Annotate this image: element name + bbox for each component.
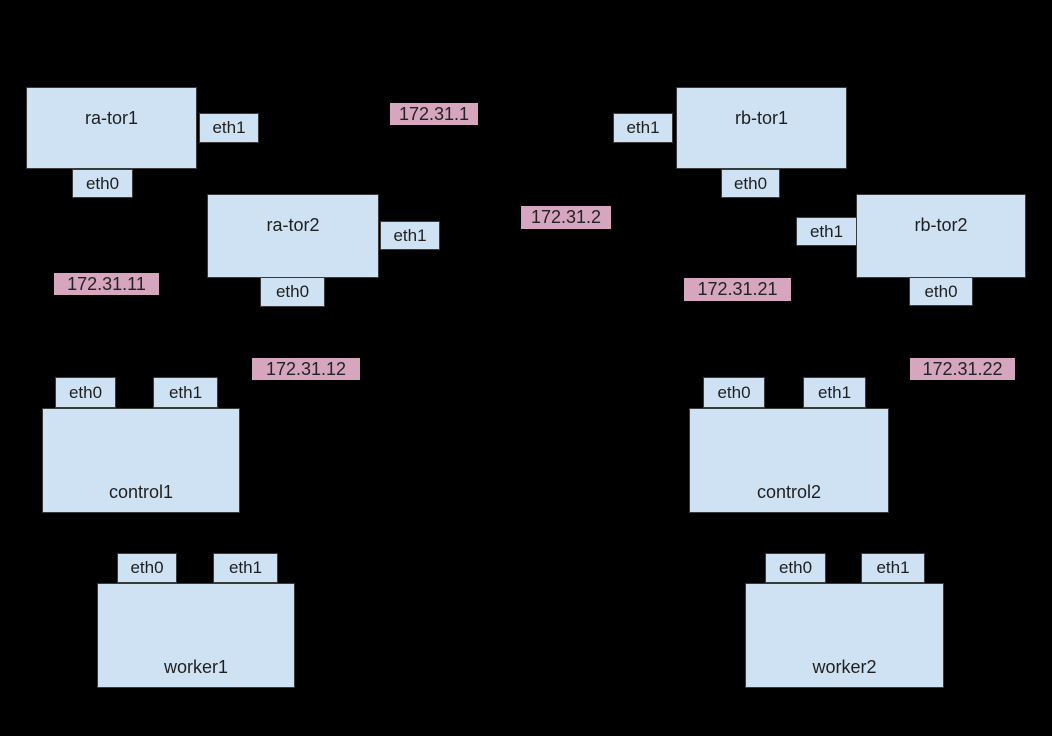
node-label-rb-tor2: rb-tor2 xyxy=(914,215,968,235)
ip-label-172.31.21: 172.31.21 xyxy=(684,278,791,301)
port-control2-eth0: eth0 xyxy=(703,377,765,408)
node-rb-tor2: rb-tor2 xyxy=(856,194,1026,278)
port-worker2-eth0: eth0 xyxy=(765,553,826,583)
port-ra-tor1-eth1: eth1 xyxy=(199,113,259,143)
ip-label-172.31.22: 172.31.22 xyxy=(910,358,1015,380)
port-ra-tor1-eth0: eth0 xyxy=(72,169,133,198)
node-label-ra-tor2: ra-tor2 xyxy=(266,215,320,235)
node-rb-tor1: rb-tor1 xyxy=(676,87,847,169)
port-rb-tor2-eth0: eth0 xyxy=(909,277,973,306)
node-worker2: worker2 xyxy=(745,583,944,688)
ip-label-172.31.1: 172.31.1 xyxy=(390,103,478,125)
port-control1-eth1: eth1 xyxy=(153,377,218,408)
node-worker1: worker1 xyxy=(97,583,295,688)
port-rb-tor1-eth1: eth1 xyxy=(613,113,673,143)
ip-label-172.31.2: 172.31.2 xyxy=(521,206,611,229)
port-ra-tor2-eth0: eth0 xyxy=(260,277,325,307)
node-control2: control2 xyxy=(689,408,889,513)
port-control1-eth0: eth0 xyxy=(55,377,116,408)
node-control1: control1 xyxy=(42,408,240,513)
port-rb-tor2-eth1: eth1 xyxy=(796,217,857,246)
port-rb-tor1-eth0: eth0 xyxy=(721,169,780,198)
node-label-ra-tor1: ra-tor1 xyxy=(84,108,138,128)
ip-label-172.31.11: 172.31.11 xyxy=(54,273,159,295)
ip-label-172.31.12: 172.31.12 xyxy=(252,358,360,380)
node-label-control2: control2 xyxy=(756,482,822,502)
node-label-rb-tor1: rb-tor1 xyxy=(734,108,788,128)
port-worker1-eth1: eth1 xyxy=(213,553,278,583)
port-worker2-eth1: eth1 xyxy=(861,553,925,583)
port-worker1-eth0: eth0 xyxy=(117,553,177,583)
node-ra-tor1: ra-tor1 xyxy=(26,87,197,169)
port-control2-eth1: eth1 xyxy=(803,377,866,408)
node-label-control1: control1 xyxy=(108,482,174,502)
port-ra-tor2-eth1: eth1 xyxy=(380,221,440,250)
node-label-worker1: worker1 xyxy=(163,657,229,677)
node-label-worker2: worker2 xyxy=(812,657,877,677)
node-ra-tor2: ra-tor2 xyxy=(207,194,379,278)
